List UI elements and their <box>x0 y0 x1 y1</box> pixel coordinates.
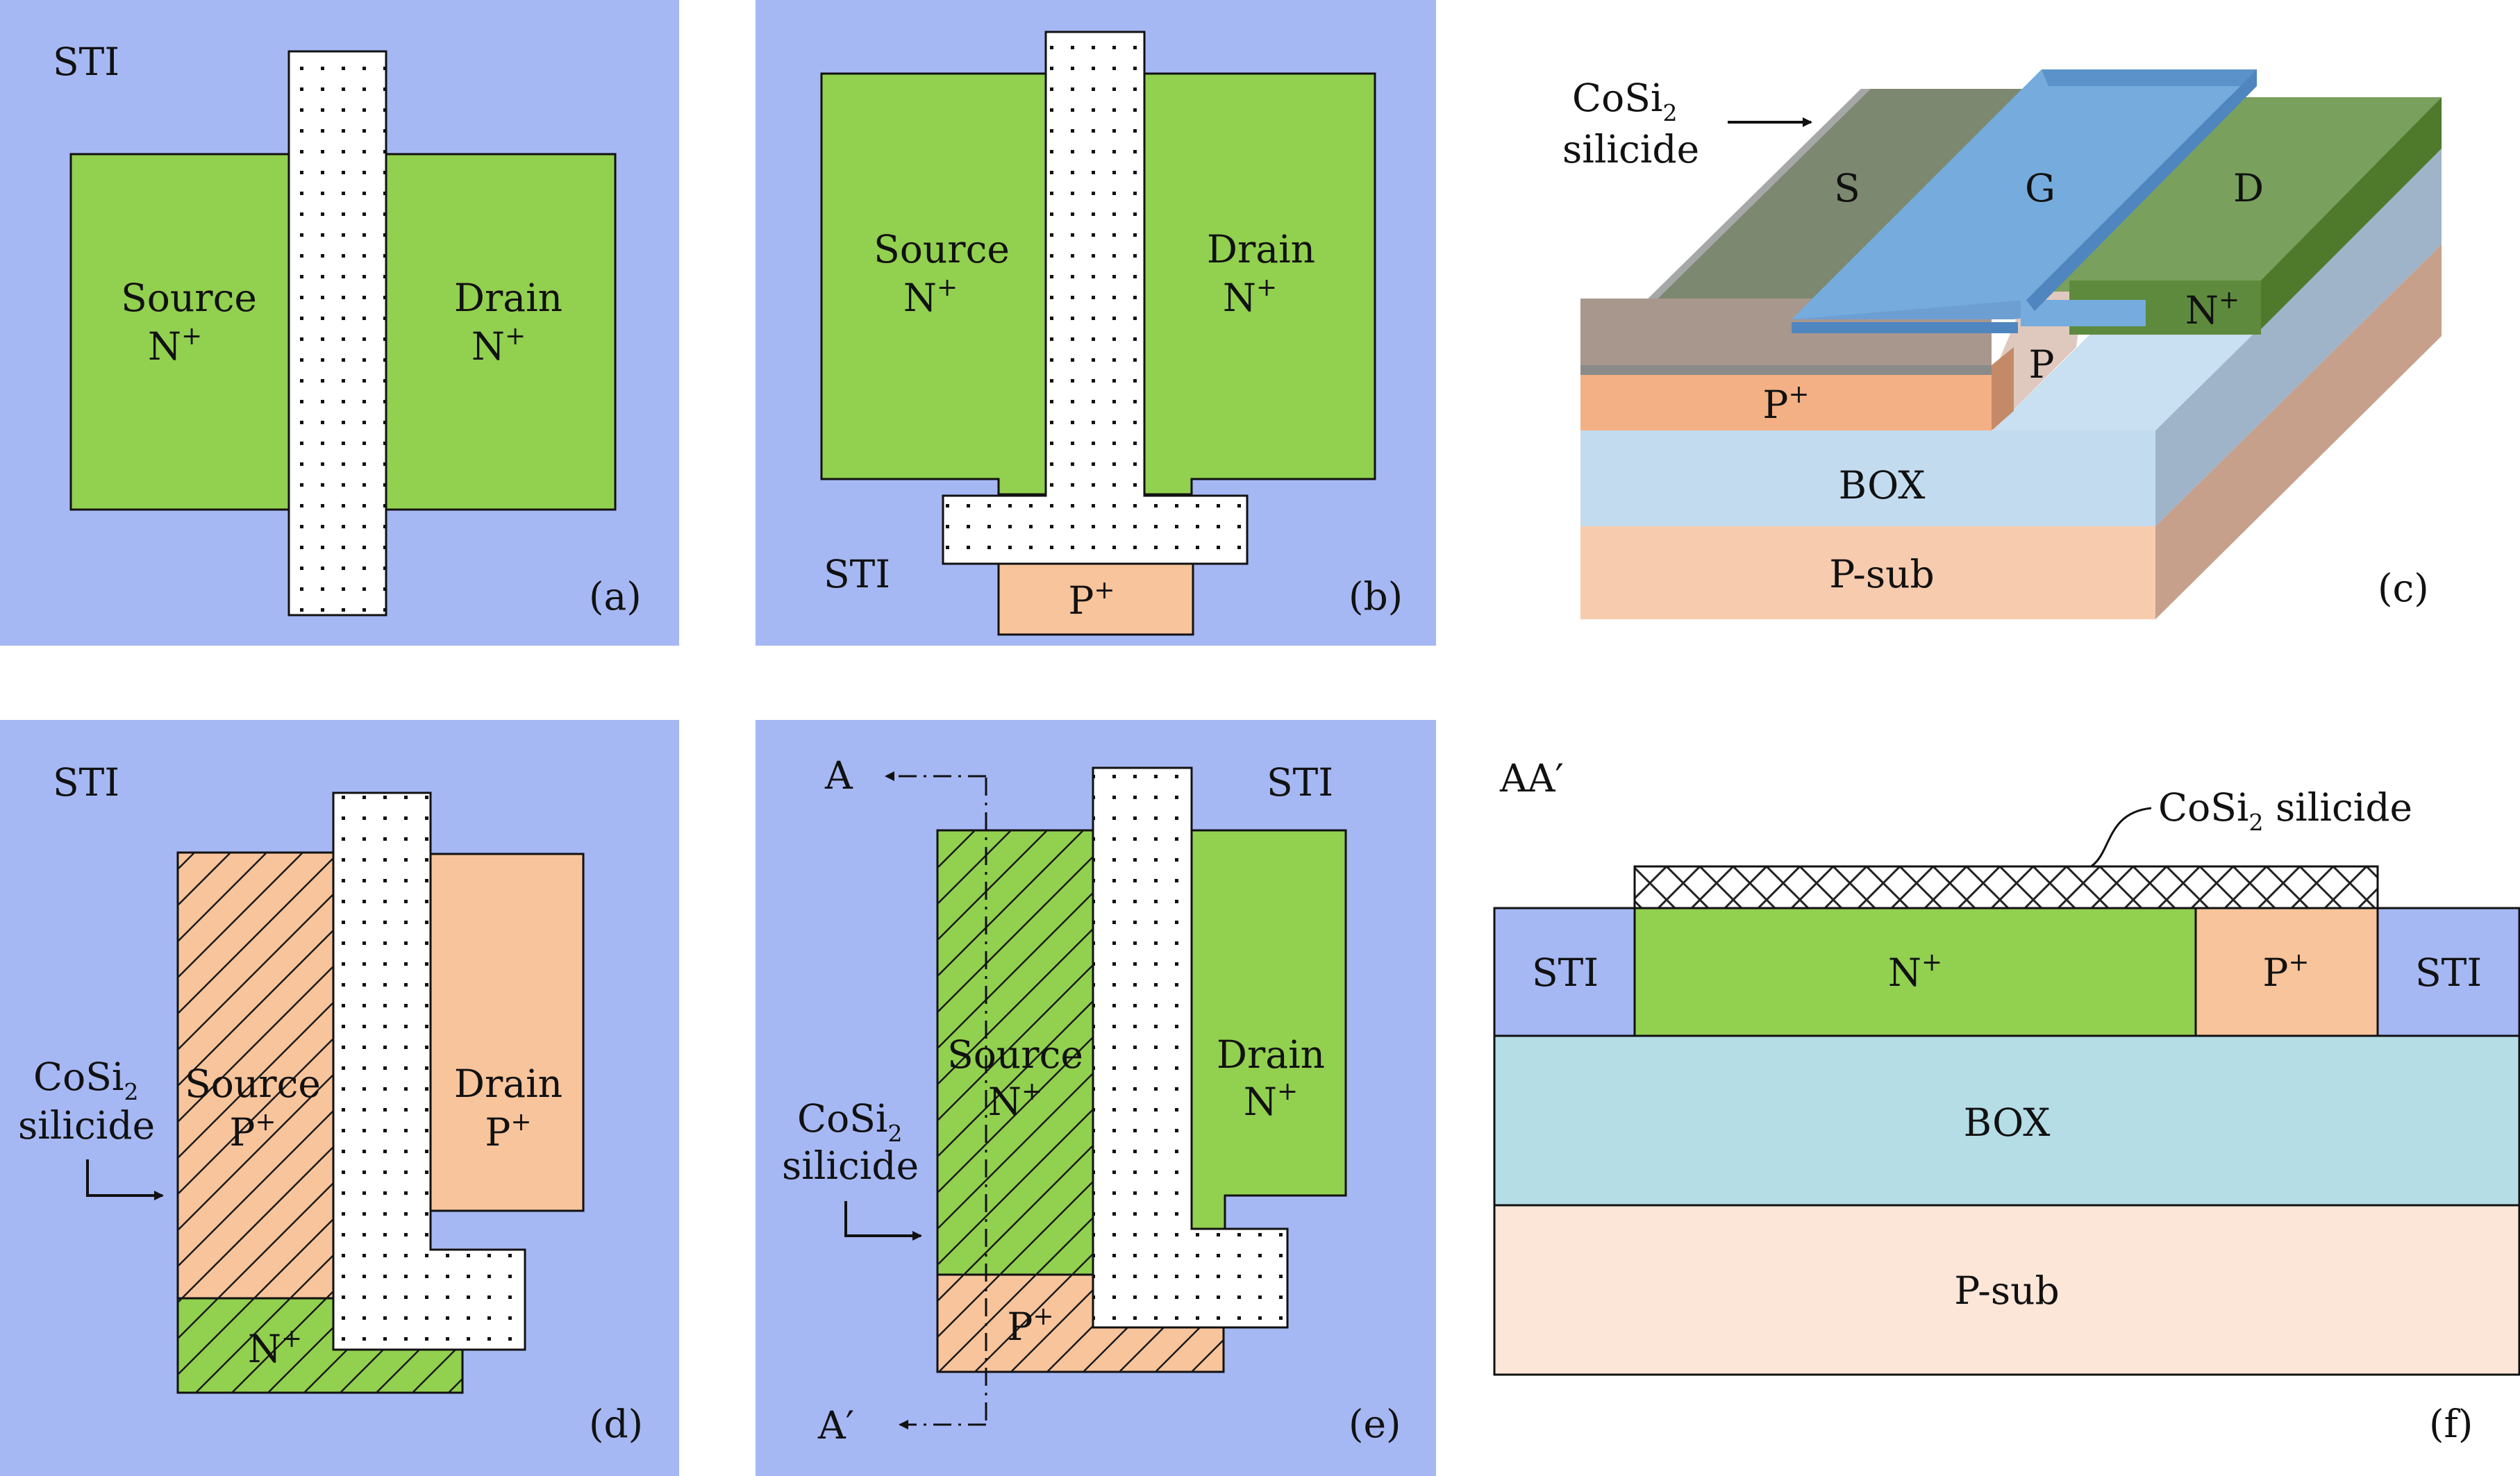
panel-d: STI Source P+ Drain P+ N+ CoSi2 silicide… <box>0 720 679 1476</box>
cut-label-a-prime: A′ <box>817 1403 854 1448</box>
sti-label: STI <box>1267 760 1333 805</box>
gate-side <box>2042 69 2257 86</box>
source-terminal-label: S <box>1834 166 1860 210</box>
drain-label: Drain <box>1217 1032 1325 1077</box>
drain-top <box>2028 97 2442 292</box>
gate-poly <box>1092 766 1289 1329</box>
source-label: Source <box>874 227 1010 271</box>
silicide-label: CoSi2 <box>797 1096 902 1147</box>
psub-label: P-sub <box>1829 552 1934 596</box>
source-type-label: P+ <box>229 1108 276 1155</box>
drain-type-label: N+ <box>472 322 526 369</box>
section-label: AA′ <box>1499 756 1564 800</box>
source-type-label: N+ <box>903 274 958 320</box>
source-type-label: N+ <box>148 322 202 369</box>
source-hatch <box>937 830 1094 1275</box>
panel-c: CoSi2 silicide S G D N+ P P+ BOX P-sub (… <box>1562 69 2442 619</box>
silicide-label-2: silicide <box>782 1143 919 1188</box>
panel-b: Source N+ Drain N+ P+ STI (b) <box>756 0 1436 646</box>
body-contact-region <box>997 561 1194 636</box>
sti-label: STI <box>53 40 119 84</box>
drain-region <box>429 853 585 1212</box>
sti-label: STI <box>53 760 119 805</box>
source-label: Source <box>185 1062 321 1106</box>
gate-poly <box>942 31 1249 565</box>
silicide-label-2: silicide <box>1562 127 1699 171</box>
gate-tab <box>2021 300 2146 326</box>
box-label: BOX <box>1839 463 1926 508</box>
box-label: BOX <box>1964 1100 2051 1145</box>
sti-label: STI <box>824 552 890 596</box>
silicide-label: CoSi2 <box>33 1055 138 1105</box>
silicide-label: CoSi2 <box>1572 76 1677 126</box>
psub-label: P-sub <box>1954 1268 2059 1313</box>
silicide-layer <box>1633 865 2379 909</box>
sti-right-label: STI <box>2415 950 2482 995</box>
source-front-p <box>1580 375 1992 430</box>
gate-poly <box>287 50 387 617</box>
panel-e: A A′ STI Source N+ Drain N+ P+ CoSi2 sil… <box>756 720 1436 1476</box>
body-contact-label: P+ <box>1068 576 1115 623</box>
panel-tag: (d) <box>589 1402 643 1446</box>
panel-a: STI Source N+ Drain N+ (a) <box>0 0 679 646</box>
silicide-arrow <box>86 1159 164 1200</box>
source-label: Source <box>121 276 257 320</box>
drain-type-label: N+ <box>1244 1077 1298 1124</box>
body-p-label: P <box>2028 342 2054 387</box>
drain-region <box>383 153 617 511</box>
drain-side <box>2250 97 2442 333</box>
drain-type-label: P+ <box>485 1108 531 1155</box>
source-silicide-edge <box>1580 89 1871 365</box>
panel-f: AA′ CoSi2 silicide STI N+ P+ STI BOX P-s… <box>1493 756 2520 1446</box>
silicide-arrow <box>844 1201 922 1241</box>
drain-type-label: N+ <box>1223 274 1277 320</box>
panel-tag: (b) <box>1349 574 1403 619</box>
source-type-label: N+ <box>988 1077 1042 1124</box>
p-plus-label: P+ <box>2262 948 2309 995</box>
gate-poly <box>332 791 526 1351</box>
psub-side <box>2155 244 2442 619</box>
silicide-label-2: silicide <box>18 1103 155 1148</box>
source-label: Source <box>947 1032 1083 1077</box>
sti-left-label: STI <box>1532 950 1599 995</box>
body-contact-label: P+ <box>1007 1302 1053 1349</box>
drain-label: Drain <box>454 1062 562 1106</box>
box-side <box>2155 149 2442 526</box>
source-side <box>1992 347 2014 430</box>
silicide-label: CoSi2 silicide <box>2158 785 2412 836</box>
panel-tag: (f) <box>2429 1402 2473 1446</box>
box-layer <box>1580 430 2155 526</box>
drain-label: Drain <box>454 276 562 320</box>
gate-side-right <box>2026 69 2257 311</box>
panel-tag: (a) <box>589 574 642 619</box>
psub-layer <box>1580 526 2155 619</box>
source-p-plus-label: P+ <box>1762 380 1809 427</box>
drain-n-plus-label: N+ <box>2185 286 2239 333</box>
gate-terminal-label: G <box>2025 166 2055 210</box>
source-front-silicide <box>1580 365 1992 375</box>
source-hatch <box>178 853 335 1298</box>
source-region <box>69 153 293 511</box>
psub-layer <box>1493 1204 2520 1376</box>
gate-extension-front <box>1792 322 2018 333</box>
cut-label-a: A <box>824 753 853 798</box>
drain-region <box>1190 829 1347 1230</box>
panel-tag: (e) <box>1349 1402 1401 1446</box>
gate-top <box>1792 69 2257 319</box>
drain-terminal-label: D <box>2233 166 2264 210</box>
drain-label: Drain <box>1207 227 1315 271</box>
panel-tag: (c) <box>2378 566 2429 610</box>
body-contact-label: N+ <box>248 1325 302 1371</box>
n-plus-label: N+ <box>1888 948 1942 995</box>
source-top <box>1580 89 2069 365</box>
